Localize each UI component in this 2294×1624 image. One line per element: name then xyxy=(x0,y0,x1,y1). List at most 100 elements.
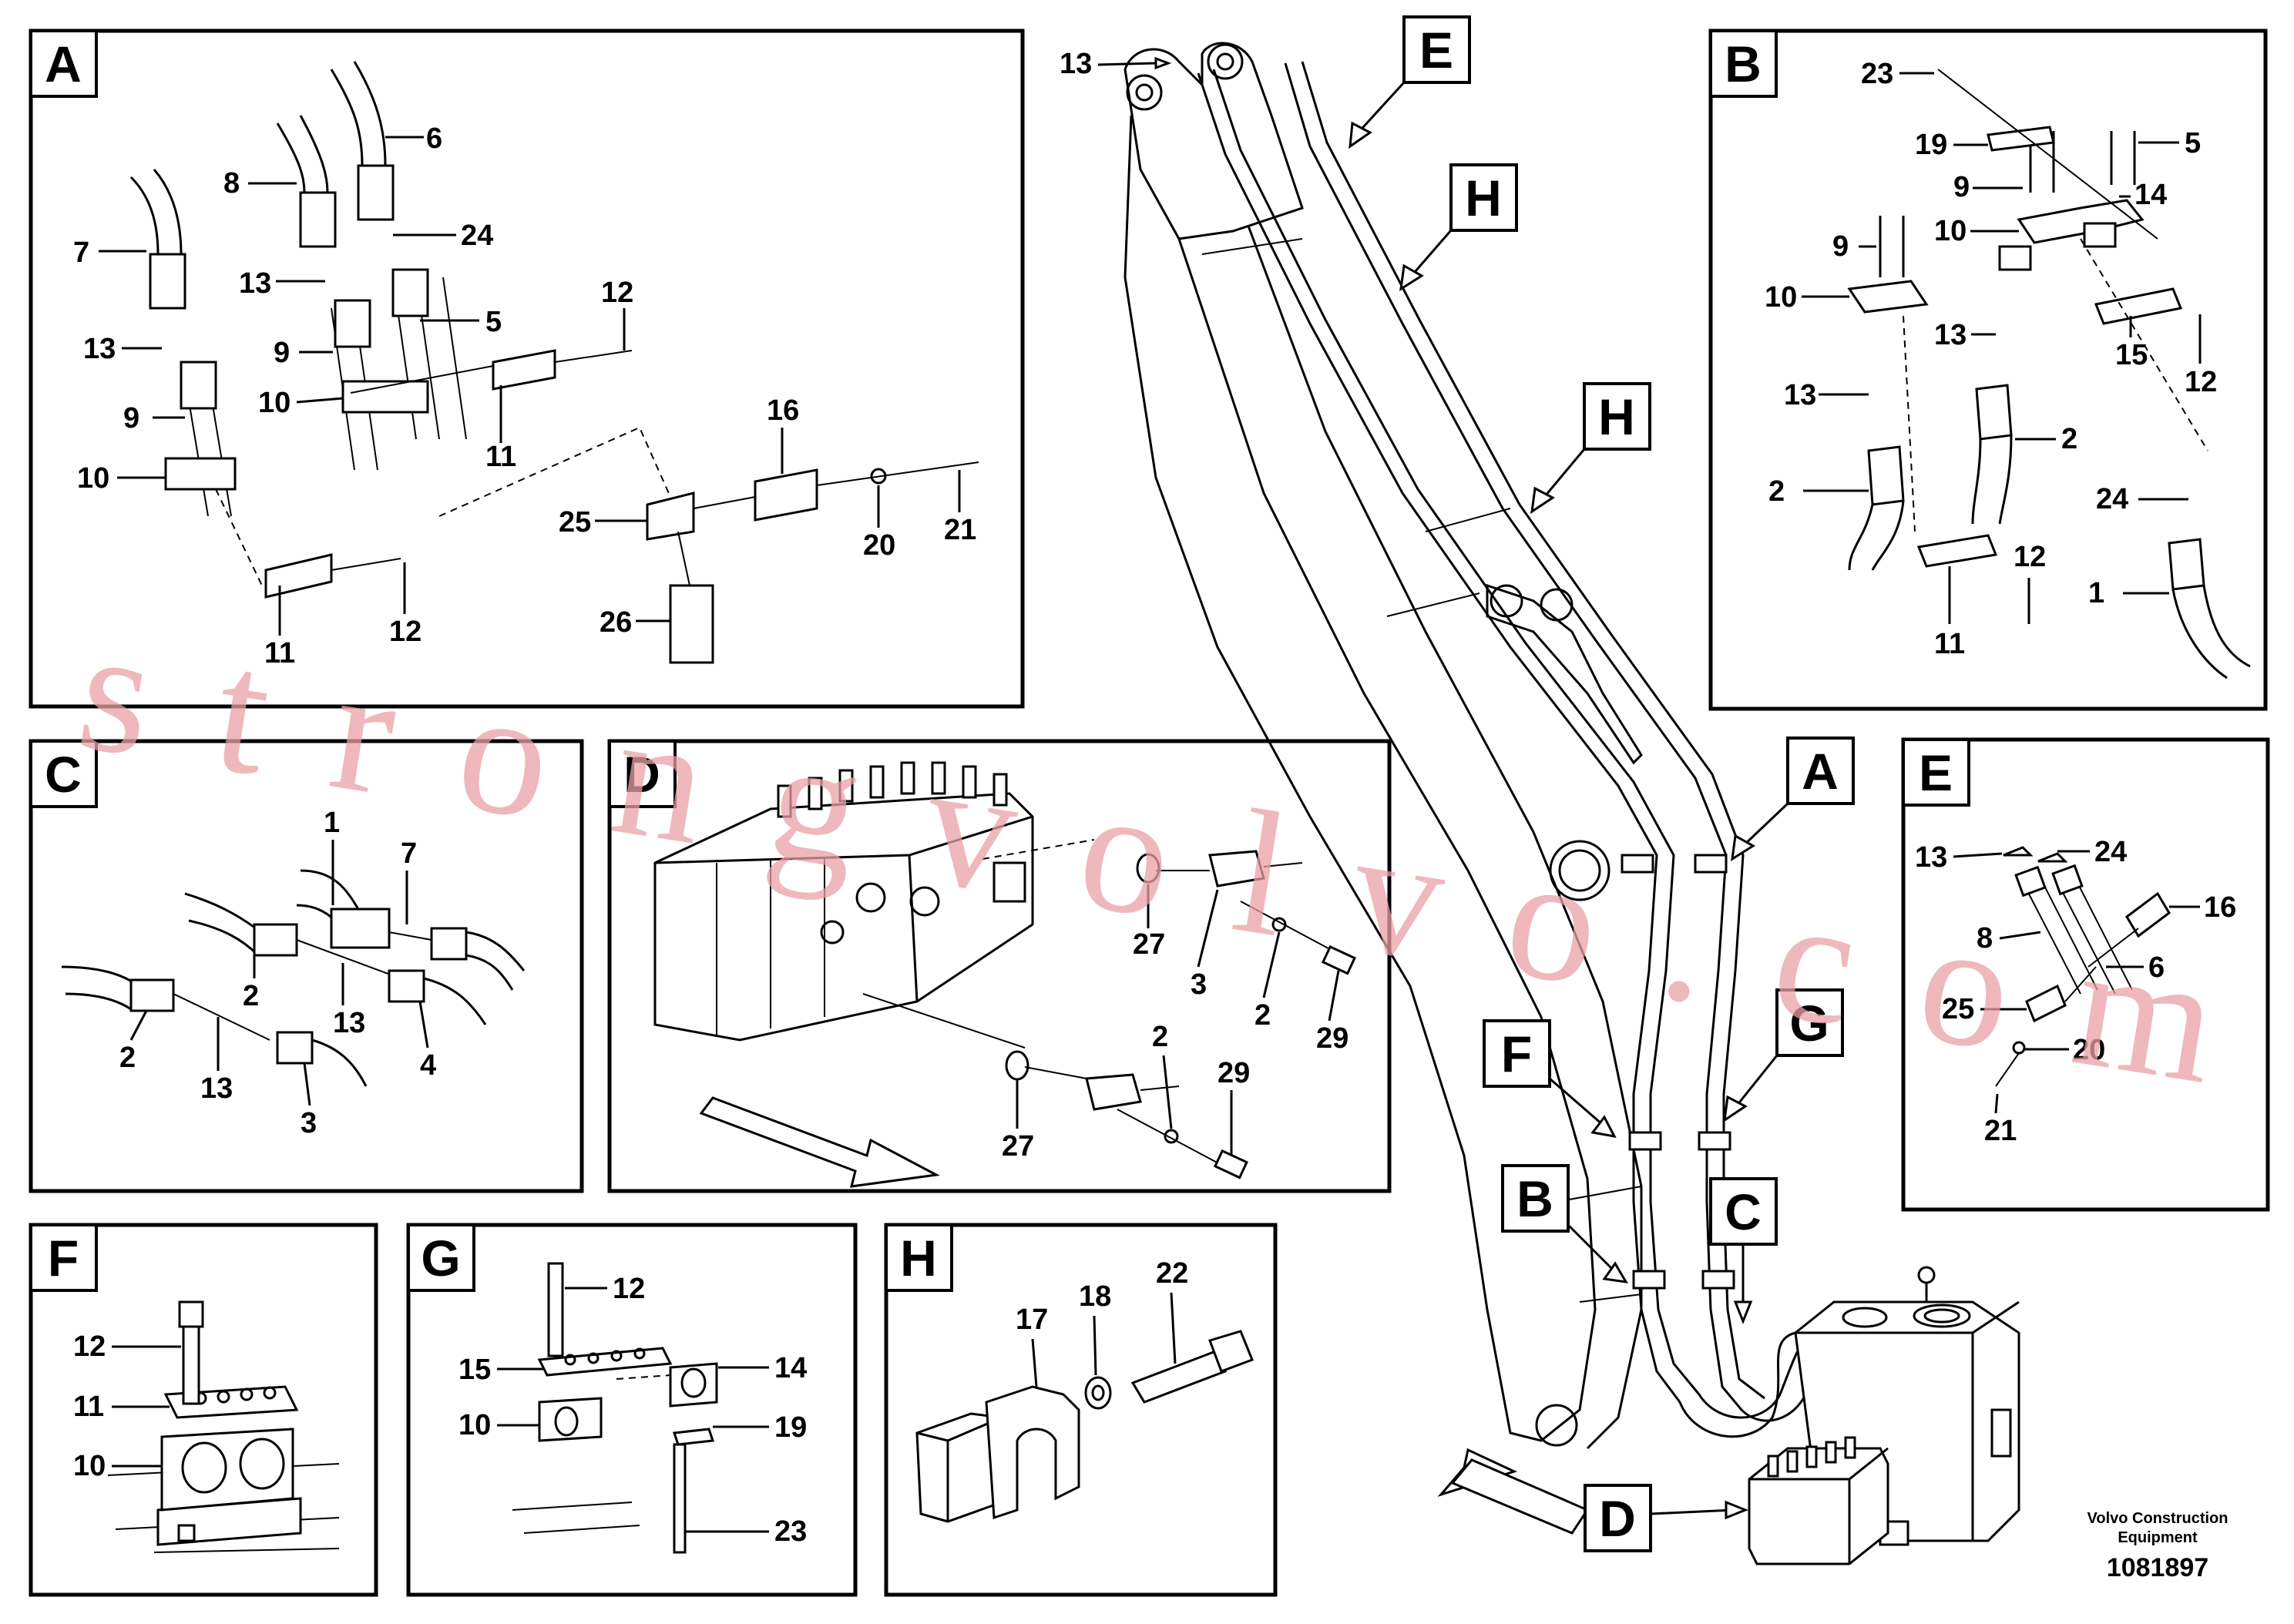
part-number: 24 xyxy=(2094,836,2127,868)
washer xyxy=(1084,1376,1112,1410)
panel-frame xyxy=(29,29,1025,709)
part-number: 15 xyxy=(458,1354,491,1386)
clamp-half xyxy=(985,1385,1080,1520)
part-number: 13 xyxy=(200,1072,233,1105)
part-number: 10 xyxy=(73,1450,106,1482)
panel-letter: H xyxy=(900,1230,937,1287)
part-number: 10 xyxy=(77,462,109,495)
panel-frame xyxy=(607,739,1392,1193)
panel-frame xyxy=(884,1223,1278,1597)
callout-F-main[interactable]: F xyxy=(1483,1019,1617,1139)
detail-panel-e: E 13 24 16 8 6 25 20 21 xyxy=(1901,737,2270,1212)
direction-arrow xyxy=(699,1096,940,1188)
part-number: 24 xyxy=(461,220,493,252)
part-number: 7 xyxy=(73,237,89,269)
part-number: 14 xyxy=(774,1352,807,1384)
part-number: 12 xyxy=(601,277,633,309)
part-number: 12 xyxy=(73,1330,106,1363)
panel-e-labels: 13 24 16 8 6 25 20 21 xyxy=(1915,836,2236,1147)
callout-G-main[interactable]: G xyxy=(1723,988,1844,1123)
part-number: 16 xyxy=(2204,891,2236,924)
part-number: 4 xyxy=(420,1049,436,1082)
callout-A-main[interactable]: A xyxy=(1731,737,1855,861)
part-number: 9 xyxy=(1832,230,1849,263)
callout-13-top: 13 xyxy=(1060,48,1172,80)
part-number: 12 xyxy=(613,1273,645,1305)
panel-frame xyxy=(29,739,584,1193)
brand-line-2: Equipment xyxy=(2118,1529,2198,1546)
callout-D-main[interactable]: D xyxy=(1584,1484,1749,1552)
part-number: 19 xyxy=(1915,129,1947,161)
part-number: 13 xyxy=(83,333,116,365)
part-number: 11 xyxy=(1934,628,1965,660)
clamp xyxy=(164,457,237,491)
part-number: 10 xyxy=(1765,281,1797,314)
footer-branding: Volvo Construction Equipment 1081897 xyxy=(2087,1510,2229,1582)
part-number: 5 xyxy=(485,306,502,338)
part-number: 27 xyxy=(1133,928,1165,961)
part-number: 6 xyxy=(426,122,442,155)
part-number: 10 xyxy=(458,1409,491,1441)
part-number: 14 xyxy=(2134,179,2167,211)
panel-letter-box xyxy=(1709,29,1778,98)
part-number: 13 xyxy=(239,267,271,300)
detail-panel-h: H 17 18 22 xyxy=(884,1223,1278,1597)
part-number: 26 xyxy=(600,606,632,639)
detail-panel-a: A 6 8 24 xyxy=(29,29,1025,709)
part-number: 25 xyxy=(559,506,591,539)
panel-letter-box xyxy=(407,1223,475,1292)
part-number: 2 xyxy=(1768,475,1785,508)
valve-spools xyxy=(1767,1436,1856,1478)
bolt xyxy=(1130,1351,1228,1404)
control-valve xyxy=(653,792,1034,1042)
panel-h-labels: 17 18 22 xyxy=(1016,1257,1188,1387)
part-number: 13 xyxy=(1784,379,1816,411)
part-number: 9 xyxy=(274,337,290,369)
sleeve xyxy=(669,584,714,664)
panel-letter-box xyxy=(29,740,98,808)
part-number: 13 xyxy=(333,1007,365,1039)
part-number: 18 xyxy=(1079,1280,1111,1313)
part-number: 13 xyxy=(1915,841,1947,874)
panel-letter: D xyxy=(623,746,660,803)
part-number: 24 xyxy=(2096,483,2128,515)
part-number: 6 xyxy=(2148,951,2165,984)
part-number: 2 xyxy=(243,980,259,1012)
detail-panel-c: C 1 7 2 13 4 2 13 3 xyxy=(29,739,584,1193)
callout-C-main[interactable]: C xyxy=(1709,1177,1778,1325)
panel-f-labels: 12 11 10 xyxy=(73,1330,181,1482)
callout-H-lower[interactable]: H xyxy=(1530,382,1651,515)
part-number: 21 xyxy=(1984,1115,2017,1147)
detail-panel-b: B 23 19 5 9 14 10 xyxy=(1708,29,2268,711)
panel-letter-box xyxy=(885,1223,953,1292)
panel-letter-box xyxy=(29,1223,98,1292)
callout-H-upper[interactable]: H xyxy=(1399,163,1518,291)
detail-panel-g: G 12 15 14 10 19 23 xyxy=(406,1223,858,1597)
part-number: 11 xyxy=(73,1391,104,1423)
part-number: 21 xyxy=(944,514,976,546)
part-number: 1 xyxy=(324,807,340,839)
callout-B-main[interactable]: B xyxy=(1501,1164,1628,1283)
part-number: 2 xyxy=(1254,999,1271,1032)
panel-a-labels: 6 8 24 7 13 5 13 9 12 9 10 11 16 xyxy=(73,122,976,669)
callout-letter: F xyxy=(1501,1025,1532,1082)
part-number: 5 xyxy=(2185,127,2201,159)
boom-drawing xyxy=(1123,42,2020,1565)
part-number: 8 xyxy=(223,167,240,200)
part-number: 17 xyxy=(1016,1304,1048,1336)
document-number: 1081897 xyxy=(2107,1553,2208,1582)
panel-letter-box xyxy=(1902,738,1970,807)
part-number: 3 xyxy=(301,1107,317,1139)
brand-line-1: Volvo Construction xyxy=(2087,1510,2229,1527)
callout-letter: H xyxy=(1465,169,1502,226)
part-number: 10 xyxy=(1934,215,1967,247)
fitting xyxy=(149,253,186,310)
part-number: 10 xyxy=(258,387,291,419)
callout-letter: A xyxy=(1802,743,1839,800)
part-number: 15 xyxy=(2115,339,2148,371)
callout-E-main[interactable]: E xyxy=(1349,15,1471,149)
part-number: 2 xyxy=(1152,1021,1168,1053)
part-number: 2 xyxy=(119,1042,136,1074)
part-number: 29 xyxy=(1316,1022,1349,1055)
